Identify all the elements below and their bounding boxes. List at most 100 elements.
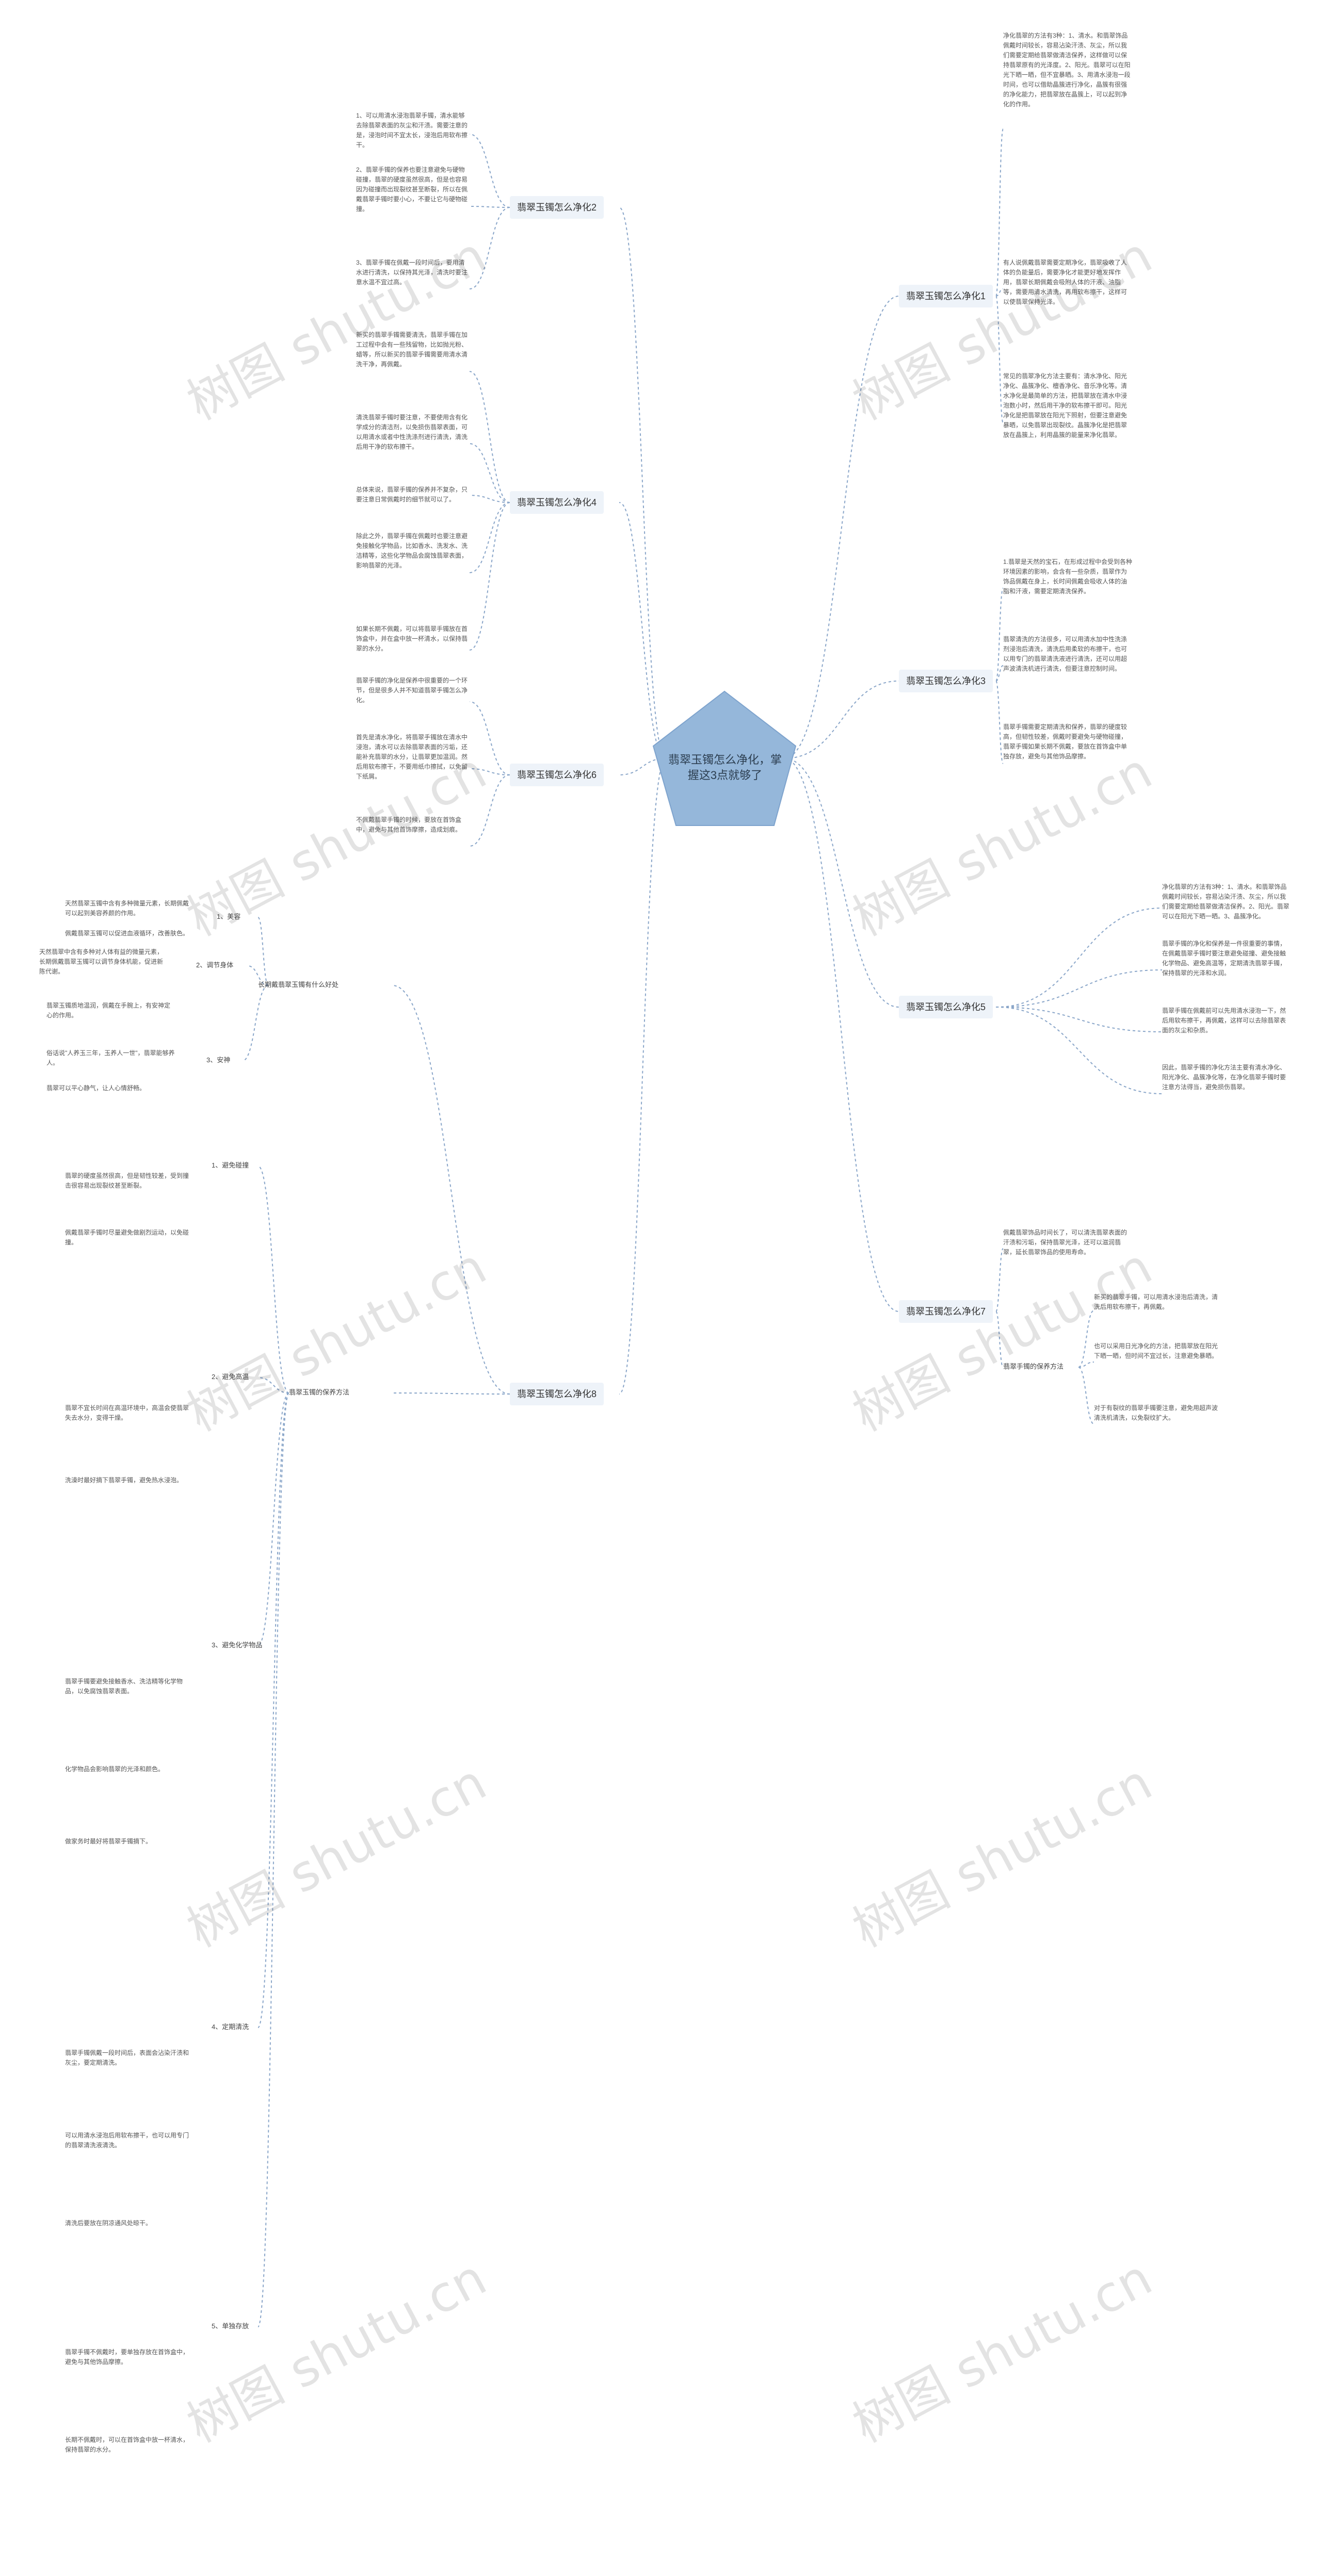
b8-sub2-link-0	[257, 1165, 289, 1394]
central-topic: 翡翠玉镯怎么净化，掌握这3点就够了	[668, 753, 782, 782]
b7-sub-link-0	[1078, 1310, 1094, 1368]
b1-link-2	[995, 296, 1004, 424]
b7-sub-text-2: 也可以采用日光净化的方法，把翡翠放在阳光下晒一晒，但时间不宜过长，注意避免暴晒。	[1094, 1342, 1218, 1359]
b5-text-2: 翡翠手镯的净化和保养是一件很重要的事情，在佩戴翡翠手镯时要注意避免碰撞、避免接触…	[1162, 940, 1286, 977]
b5-text-1: 净化翡翠的方法有3种：1、清水。和翡翠饰品佩戴时间较长，容易沾染汗渍、灰尘，所以…	[1162, 883, 1290, 920]
branch-4[interactable]: 翡翠玉镯怎么净化4	[510, 491, 604, 514]
b8-s1-i1-text-1: 天然翡翠玉镯中含有多种微量元素，长期佩戴可以起到美容养颜的作用。	[65, 900, 189, 917]
b6-link-2	[469, 774, 510, 847]
b4-text-1: 新买的翡翠手镯需要清洗，翡翠手镯在加工过程中会有一些残留物，比如抛光粉、蜡等，所…	[356, 331, 468, 368]
b8-sub1-item-1[interactable]: 1、美容	[217, 913, 241, 920]
b1-text-3: 常见的翡翠净化方法主要有：清水净化、阳光净化、晶簇净化、檀香净化、音乐净化等。清…	[1003, 372, 1127, 439]
b8-sub2-item-2[interactable]: 2、避免高温	[212, 1373, 249, 1381]
b8-s2-i4-text-3: 清洗后要放在阴凉通风处晾干。	[65, 2219, 152, 2227]
branch-6[interactable]: 翡翠玉镯怎么净化6	[510, 764, 604, 786]
b6-text-1: 翡翠手镯的净化是保养中很重要的一个环节，但是很多人并不知道翡翠手镯怎么净化。	[356, 677, 468, 704]
b2-link-2	[469, 207, 510, 289]
b8-sub2-label[interactable]: 翡翠玉镯的保养方法	[289, 1388, 350, 1396]
b8-s2-i4-text-1: 翡翠手镯佩戴一段时间后，表面会沾染汗渍和灰尘，要定期清洗。	[65, 2049, 189, 2066]
branch-3[interactable]: 翡翠玉镯怎么净化3	[899, 670, 993, 692]
b8-s2-i4-text-2: 可以用清水浸泡后用软布擦干，也可以用专门的翡翠清洗液清洗。	[65, 2132, 189, 2149]
b4-text-2: 清洗翡翠手镯时要注意，不要使用含有化学成分的清洁剂，以免损伤翡翠表面，可以用清水…	[356, 414, 468, 450]
b6-text-3: 不佩戴翡翠手镯的时候，要放在首饰盒中，避免与其他首饰摩擦，造成划痕。	[356, 816, 462, 833]
b8-s2-i3-text-2: 化学物品会影响翡翠的光泽和颜色。	[65, 1765, 165, 1773]
b8-s2-i3-text-1: 翡翠手镯要避免接触香水、洗洁精等化学物品，以免腐蚀翡翠表面。	[65, 1678, 183, 1695]
b8-s1-i1-text-2: 佩戴翡翠玉镯可以促进血液循环，改善肤色。	[65, 930, 189, 937]
branch-8[interactable]: 翡翠玉镯怎么净化8	[510, 1383, 604, 1405]
b4-text-3: 总体来说，翡翠手镯的保养并不复杂，只要注意日常佩戴时的细节就可以了。	[356, 486, 468, 503]
b7-sub-link-2	[1078, 1367, 1094, 1424]
b8-sub2-link-4	[257, 1392, 289, 2327]
b2-text-3: 3、翡翠手镯在佩戴一段时间后，要用清水进行清洗，以保持其光泽，清洗时要注意水温不…	[356, 259, 468, 286]
b1-link-0	[995, 128, 1004, 297]
b8-sub1-item-2[interactable]: 2、调节身体	[196, 961, 234, 969]
b8-sub2-link-1	[257, 1377, 289, 1394]
b8-sub1-link-1	[247, 965, 269, 986]
center-to-right-2	[784, 758, 899, 1008]
center-to-left-3	[619, 758, 666, 1395]
b2-text-1: 1、可以用清水浸泡翡翠手镯，清水能够去除翡翠表面的灰尘和汗渍。需要注意的是，浸泡…	[356, 112, 468, 149]
b8-s2-i1-text-1: 翡翠的硬度虽然很高，但是韧性较差，受到撞击很容易出现裂纹甚至断裂。	[65, 1172, 189, 1189]
b6-text-2: 首先是清水净化，将翡翠手镯放在清水中浸泡，清水可以去除翡翠表面的污垢，还能补充翡…	[356, 734, 468, 780]
b7-sub-link-1	[1078, 1362, 1094, 1368]
center-to-right-0	[784, 296, 899, 759]
b8-s2-i2-text-2: 洗澡时最好摘下翡翠手镯，避免热水浸泡。	[65, 1477, 183, 1484]
b8-s2-i1-text-2: 佩戴翡翠手镯时尽量避免做剧烈运动，以免碰撞。	[65, 1229, 189, 1246]
b8-sub2-item-4[interactable]: 4、定期清洗	[212, 2023, 249, 2031]
b1-text-2: 有人说佩戴翡翠需要定期净化，翡翠吸收了人体的负能量后，需要净化才能更好地发挥作用…	[1003, 259, 1127, 305]
b4-link-1	[469, 443, 510, 503]
b5-link-2	[995, 1007, 1163, 1032]
b1-text-1: 净化翡翠的方法有3种：1、清水。和翡翠饰品佩戴时间较长，容易沾染汗渍、灰尘，所以…	[1003, 32, 1131, 108]
center-to-right-3	[784, 758, 899, 1312]
branch-1[interactable]: 翡翠玉镯怎么净化1	[899, 285, 993, 307]
b5-text-3: 翡翠手镯在佩戴前可以先用清水浸泡一下，然后用软布擦干，再佩戴，这样可以去除翡翠表…	[1162, 1007, 1286, 1034]
b3-text-3: 翡翠手镯需要定期清洗和保养，翡翠的硬度较高，但韧性较差，佩戴时要避免与硬物碰撞，…	[1003, 723, 1127, 760]
b8-link-sub1	[392, 985, 510, 1395]
center-to-left-0	[619, 207, 666, 759]
b8-link-sub2	[392, 1392, 510, 1395]
b7-link-sub	[995, 1311, 1004, 1368]
b8-s2-i2-text-1: 翡翠不宜长时间在高温环境中，高温会使翡翠失去水分，变得干燥。	[65, 1404, 189, 1421]
central-pentagon	[652, 690, 797, 826]
b6-link-1	[469, 768, 510, 775]
branch-7[interactable]: 翡翠玉镯怎么净化7	[899, 1300, 993, 1323]
b3-link-2	[995, 681, 1004, 764]
b4-link-0	[469, 371, 510, 503]
b4-link-2	[469, 495, 510, 503]
b8-sub1-item-3[interactable]: 3、安神	[206, 1056, 231, 1064]
b8-s2-i3-text-3: 做家务时最好将翡翠手镯摘下。	[65, 1838, 152, 1845]
b7-sub-text-3: 对于有裂纹的翡翠手镯要注意，避免用超声波清洗机清洗，以免裂纹扩大。	[1094, 1404, 1218, 1421]
b4-link-3	[469, 502, 510, 573]
center-to-right-1	[784, 681, 899, 759]
b8-s1-i3-text-1: 翡翠玉镯质地温润，佩戴在手腕上，有安神定心的作用。	[46, 1002, 171, 1019]
b4-text-5: 如果长期不佩戴，可以将翡翠手镯放在首饰盒中，并在盒中放一杯清水，以保持翡翠的水分…	[356, 625, 468, 652]
branch-5[interactable]: 翡翠玉镯怎么净化5	[899, 996, 993, 1018]
b8-sub2-item-5[interactable]: 5、单独存放	[212, 2322, 249, 2330]
b6-link-0	[469, 701, 510, 775]
b3-link-1	[995, 665, 1004, 682]
b1-link-1	[995, 288, 1004, 297]
b7-link-text	[995, 1248, 1004, 1312]
b4-link-4	[469, 502, 510, 651]
b8-sub2-item-1[interactable]: 1、避免碰撞	[212, 1161, 249, 1169]
b8-sub1-link-2	[242, 985, 269, 1061]
b8-s1-i3-text-3: 翡翠可以平心静气，让人心情舒畅。	[46, 1084, 146, 1092]
b8-s1-i2-text-1: 天然翡翠中含有多种对人体有益的微量元素，长期佩戴翡翠玉镯可以调节身体机能，促进新…	[39, 948, 164, 975]
b8-s1-i3-text-2: 俗话说"人养玉三年，玉养人一世"，翡翠能够养人。	[46, 1049, 175, 1066]
b3-link-0	[995, 588, 1004, 682]
b8-sub1-label[interactable]: 长期戴翡翠玉镯有什么好处	[258, 981, 339, 989]
b3-text-1: 1.翡翠是天然的宝石，在形成过程中会受到各种环境因素的影响，会含有一些杂质，翡翠…	[1003, 558, 1133, 595]
b5-text-4: 因此，翡翠手镯的净化方法主要有清水净化、阳光净化、晶簇净化等，在净化翡翠手镯时要…	[1162, 1064, 1286, 1091]
b8-sub2-item-3[interactable]: 3、避免化学物品	[212, 1641, 263, 1649]
b4-text-4: 除此之外，翡翠手镯在佩戴时也要注意避免接触化学物品，比如香水、洗发水、洗洁精等，…	[356, 532, 468, 569]
branch-2[interactable]: 翡翠玉镯怎么净化2	[510, 196, 604, 219]
b2-link-0	[469, 134, 510, 208]
b5-link-0	[995, 908, 1163, 1008]
b7-sub-text-1: 新买的翡翠手镯，可以用清水浸泡后清洗，清洗后用软布擦干，再佩戴。	[1094, 1293, 1218, 1310]
b7-sub-label[interactable]: 翡翠手镯的保养方法	[1003, 1363, 1064, 1370]
b3-text-2: 翡翠清洗的方法很多，可以用清水加中性洗涤剂浸泡后清洗，清洗后用柔软的布擦干，也可…	[1003, 636, 1127, 672]
b7-text-1: 佩戴翡翠饰品时间长了，可以清洗翡翠表面的汗渍和污垢，保持翡翠光泽，还可以滋润翡翠…	[1003, 1229, 1127, 1256]
b8-s2-i5-text-1: 翡翠手镯不佩戴时，要单独存放在首饰盒中，避免与其他饰品摩擦。	[65, 2348, 189, 2366]
